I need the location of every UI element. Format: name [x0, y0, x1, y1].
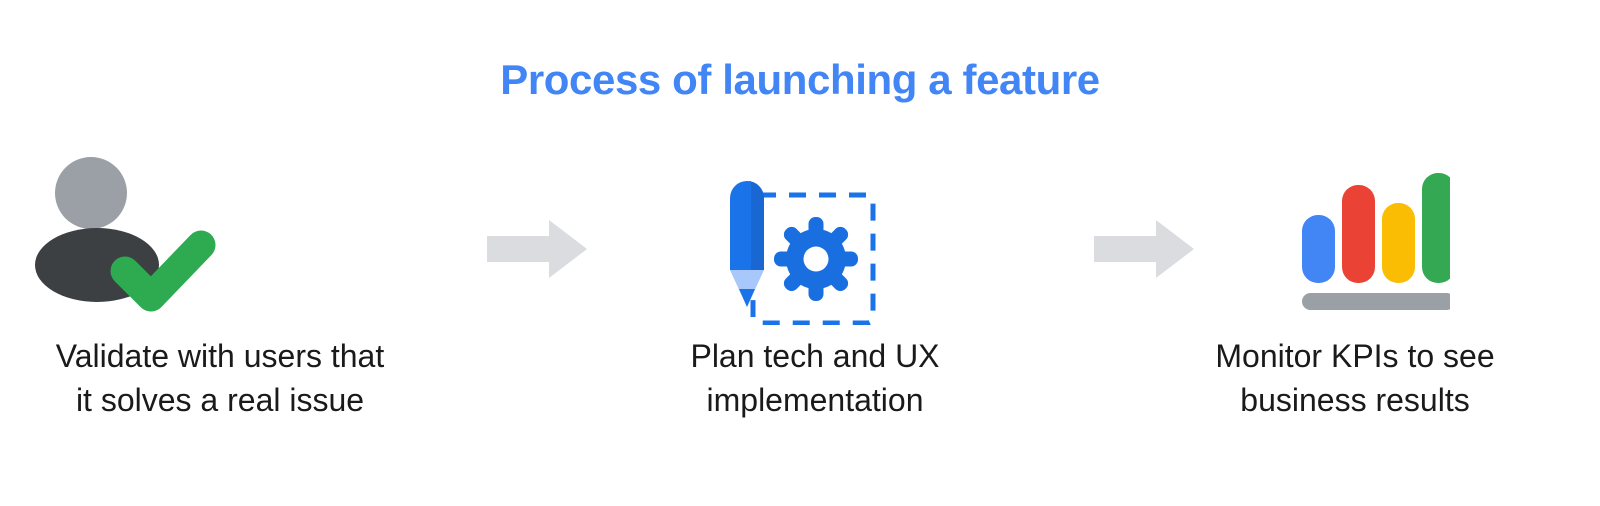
pencil-point-shape	[739, 289, 755, 307]
process-step-plan: Plan tech and UX implementation	[600, 140, 1030, 450]
step-label-monitor: Monitor KPIs to see business results	[1140, 335, 1570, 422]
pencil-tip-shape	[730, 270, 764, 307]
process-step-monitor: Monitor KPIs to see business results	[1140, 140, 1570, 450]
step-label-plan: Plan tech and UX implementation	[600, 335, 1030, 422]
chart-baseline-shape	[1302, 293, 1450, 310]
arrow-shape	[487, 220, 587, 278]
step-icon-container	[600, 140, 1030, 325]
page-title: Process of launching a feature	[500, 56, 1100, 103]
arrow-shape	[1094, 220, 1194, 278]
bar-blue-shape	[1302, 215, 1335, 283]
step-label-line-1: Monitor KPIs to see	[1215, 338, 1495, 374]
step-label-line-1: Plan tech and UX	[690, 338, 940, 374]
bar-yellow-shape	[1382, 203, 1415, 283]
arrow-right-icon-2	[1094, 218, 1194, 280]
step-label-line-2: it solves a real issue	[75, 381, 365, 418]
person-check-icon	[35, 157, 216, 312]
pencil-gear-dashed-frame-icon	[730, 181, 876, 325]
arrow-right-icon	[487, 220, 587, 278]
pencil-body-shade-shape	[747, 181, 764, 270]
process-flow: Validate with users that it solves a rea…	[0, 140, 1600, 460]
step-icon-container	[1140, 140, 1570, 325]
person-head-shape	[55, 157, 127, 229]
step-icon-container	[5, 140, 435, 325]
step-label-line-1: Validate with users that	[55, 338, 385, 374]
arrow-right-icon-1	[487, 218, 587, 280]
bar-green-shape	[1422, 173, 1450, 283]
process-step-validate: Validate with users that it solves a rea…	[5, 140, 435, 450]
step-label-line-2: business results	[1240, 381, 1470, 418]
bar-chart-icon	[1302, 173, 1450, 310]
check-mark-shape	[110, 230, 216, 312]
step-label-validate: Validate with users that it solves a rea…	[5, 335, 435, 422]
gear-shape	[774, 217, 858, 301]
step-label-line-2: implementation	[706, 381, 924, 418]
arrow-right-icon	[1094, 220, 1194, 278]
bar-red-shape	[1342, 185, 1375, 283]
